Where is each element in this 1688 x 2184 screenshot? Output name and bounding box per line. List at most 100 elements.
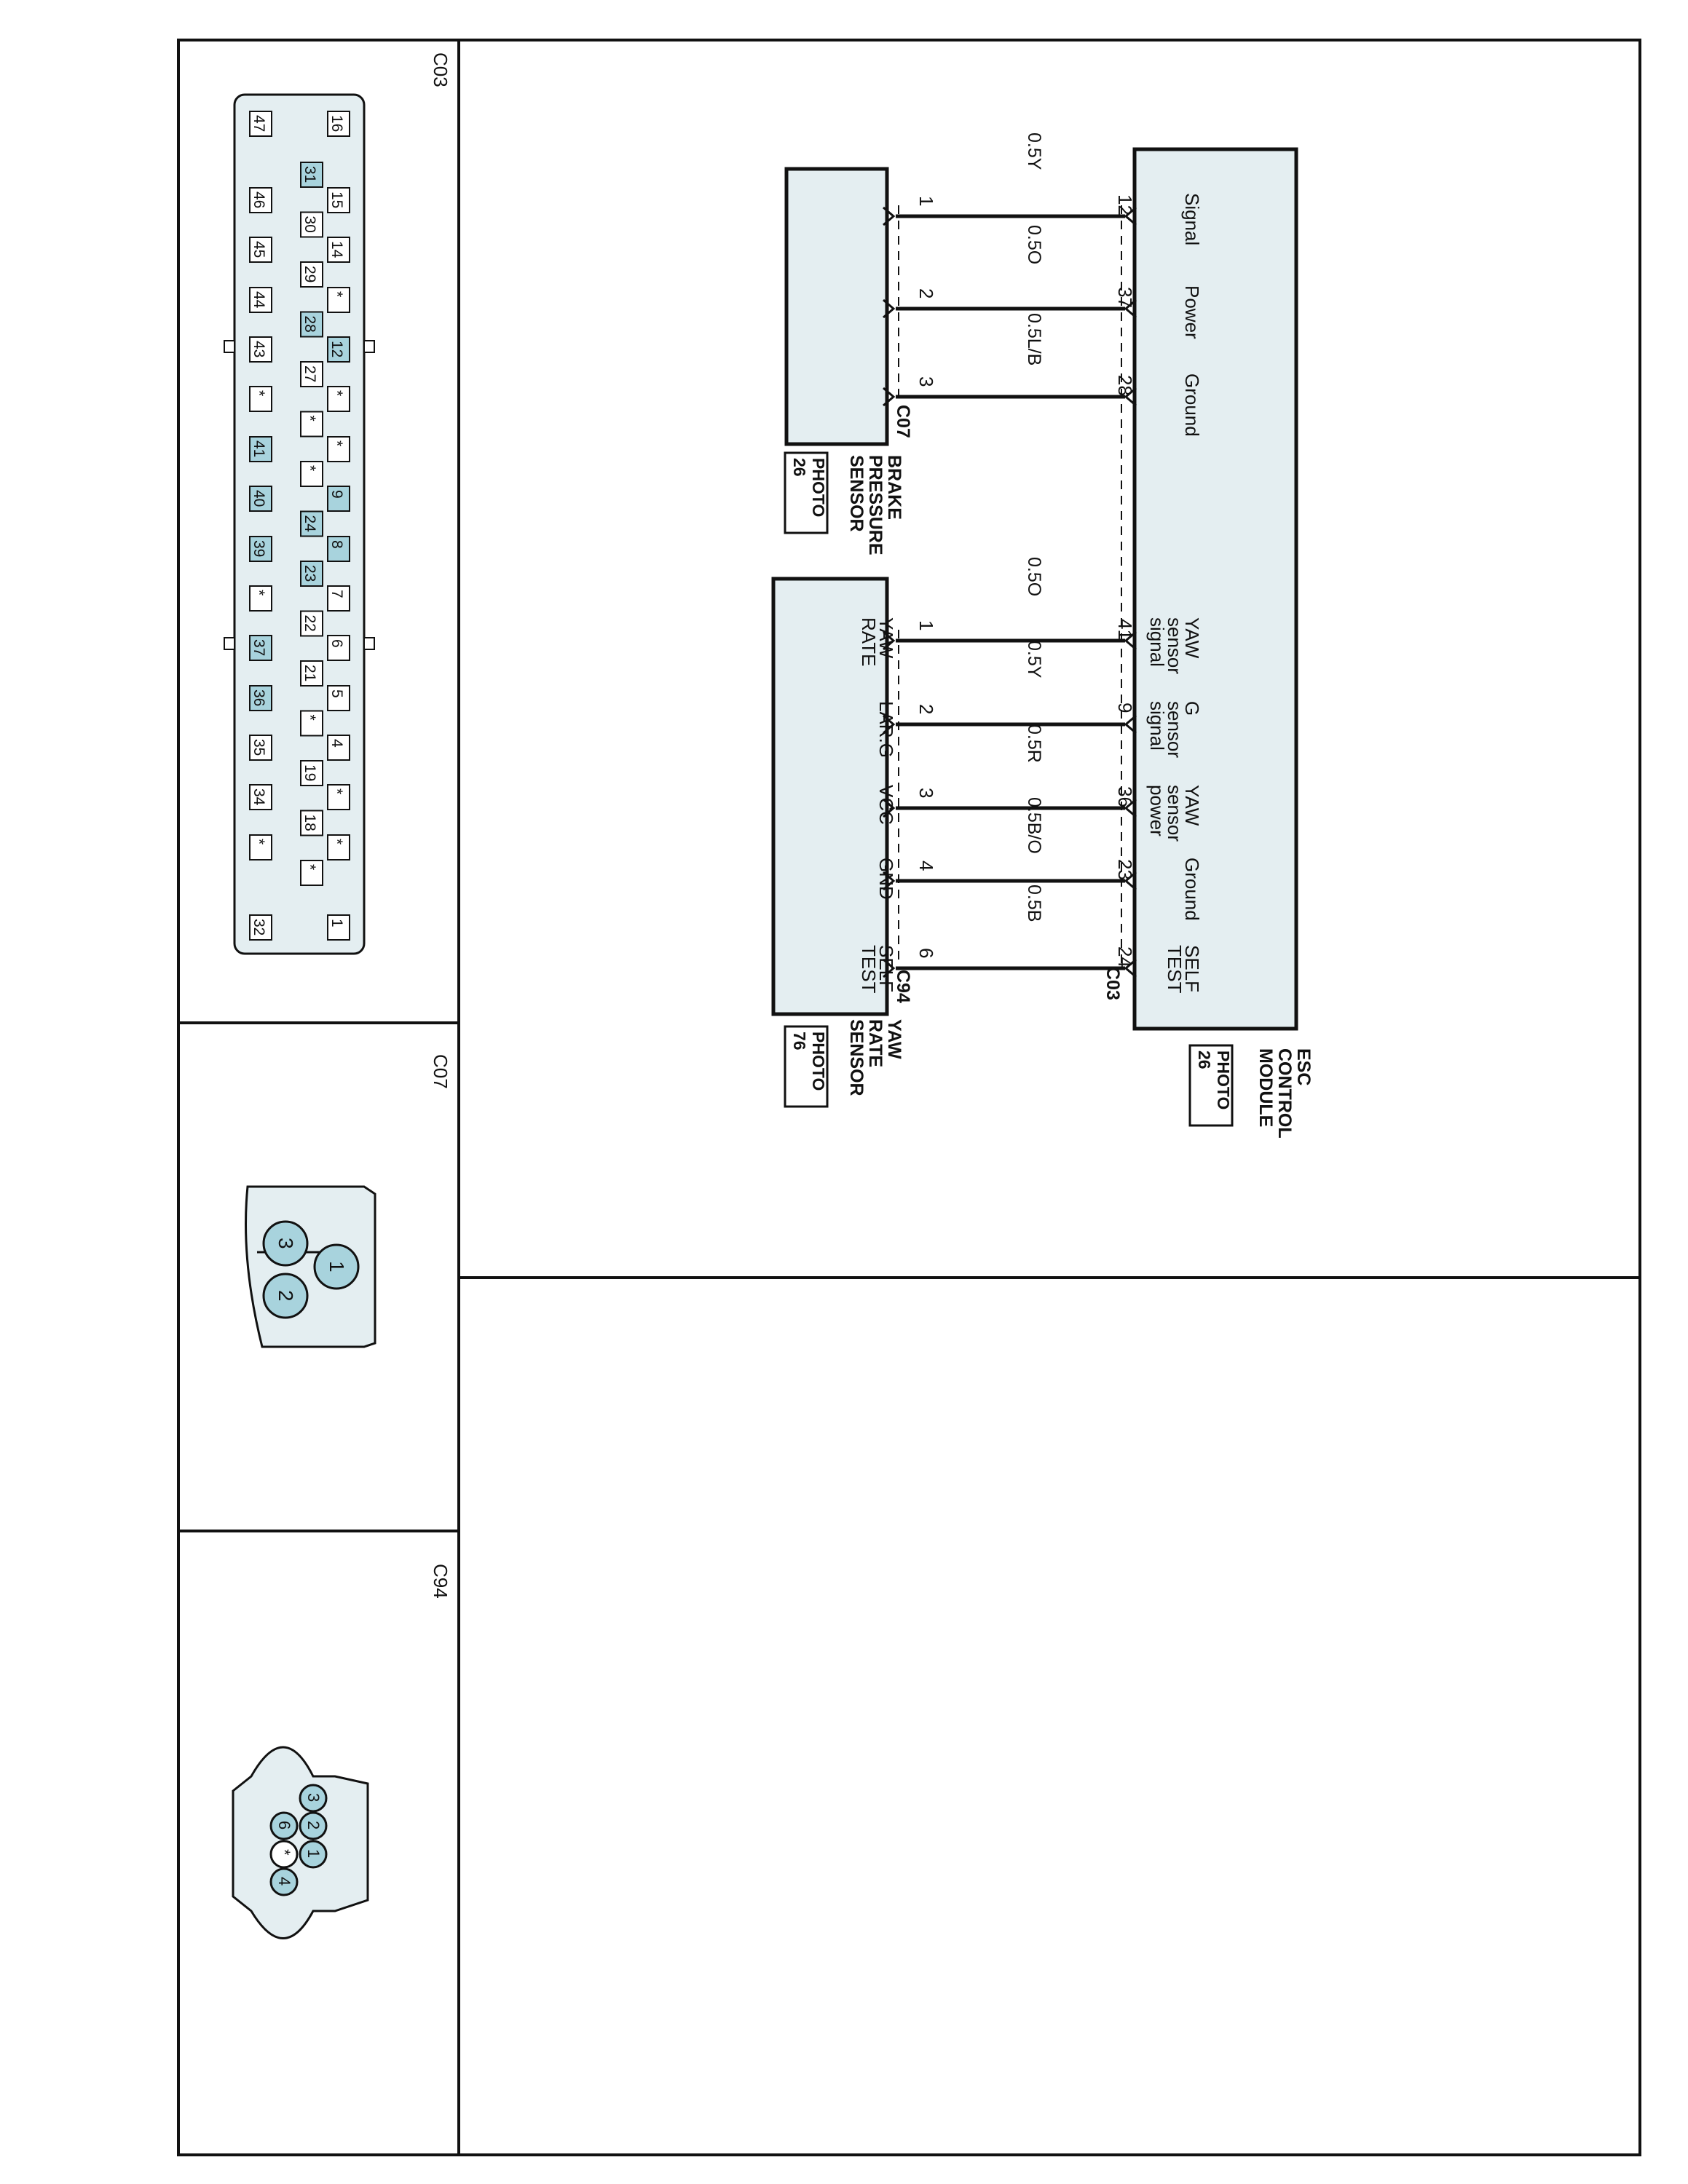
module-pin-function: signal: [1146, 701, 1168, 751]
c94-pin: [299, 1784, 328, 1813]
module-pin-number: 9: [1114, 703, 1136, 713]
c03-cavity: [300, 411, 323, 438]
c03-cavity: [300, 311, 323, 338]
c03-cavity-label: 5: [328, 689, 345, 698]
c03-cavity: [300, 162, 323, 188]
c94-pin-label: 3: [304, 1793, 323, 1802]
c03-cavity-label: 18: [301, 815, 318, 831]
sensor-pin-number: 2: [915, 704, 937, 714]
c03-cavity: [327, 784, 350, 810]
c03-latch: [224, 637, 235, 650]
sensor-pin-function: YAW: [875, 617, 897, 659]
c03-cavity: [249, 536, 272, 562]
module-terminal-arrow: [1124, 206, 1137, 226]
c03-cavity: [327, 635, 350, 661]
c03-cavity-label: 40: [251, 490, 267, 507]
c03-cavity: [300, 610, 323, 637]
brake-photo-label: PHOTO: [809, 458, 828, 517]
c03-cavity: [327, 685, 350, 711]
c03-cavity-label: 31: [301, 166, 318, 183]
wire-color-code: 0.5B/O: [1024, 797, 1044, 854]
sensor-terminal-arrow: [883, 298, 896, 319]
c03-cavity-label: 35: [251, 739, 267, 756]
module-terminal-arrow: [1124, 714, 1137, 735]
esc-photo-box[interactable]: [1188, 1044, 1234, 1127]
module-pin-number: 41: [1114, 619, 1136, 640]
c03-cavity-label: 30: [301, 216, 318, 233]
yaw-photo-label: PHOTO: [809, 1032, 828, 1091]
schematic-area: ESC CONTROL MODULE PHOTO 26 C03 BRAKE PR…: [771, 132, 1314, 1139]
c03-cavity: [327, 237, 350, 263]
c03-cavity-label: *: [251, 839, 267, 844]
c03-latch: [363, 637, 375, 650]
wire-color-code: 0.5Y: [1024, 132, 1044, 170]
yaw-rate-sensor-box[interactable]: [771, 577, 889, 1016]
c03-cavity-label: 39: [251, 540, 267, 557]
c03-cavity: [249, 914, 272, 941]
c03-cavity-label: 19: [301, 764, 318, 781]
module-pin-function: SELF: [1181, 945, 1203, 992]
sensor-terminal-arrow: [883, 958, 896, 978]
c07-pin-label: 1: [326, 1261, 348, 1273]
c03-cavity: [300, 660, 323, 687]
c03-cavity-label: *: [301, 864, 318, 870]
module-terminal-arrow: [1124, 958, 1137, 978]
c03-cavity: [300, 860, 323, 886]
module-pin-function: TEST: [1164, 945, 1186, 994]
c94-pin: [269, 1840, 299, 1869]
sensor-pin-number: 4: [915, 860, 937, 871]
sensor-pin-number: 1: [915, 196, 937, 206]
c03-cavity-label: *: [328, 839, 345, 844]
c03-connector-body[interactable]: [233, 93, 366, 955]
module-pin-function: Ground: [1181, 858, 1203, 921]
yaw-photo-number: 76: [790, 1032, 809, 1051]
sensor-pin-function: TEST: [858, 945, 880, 994]
module-pin-function: sensor: [1164, 701, 1186, 758]
sensor-terminal-arrow: [883, 630, 896, 651]
c03-cavity-label: 8: [328, 540, 345, 549]
sensor-pin-number: 6: [915, 948, 937, 958]
c03-cavity: [327, 735, 350, 761]
c03-cavity: [300, 461, 323, 487]
yaw-sensor-name-1: YAW: [884, 1019, 904, 1059]
c03-cavity: [327, 386, 350, 412]
c94-pin-label: *: [275, 1849, 293, 1856]
esc-connector-id: C03: [1103, 967, 1123, 1000]
c03-cavity-label: 44: [251, 291, 267, 309]
brake-photo-number: 26: [790, 458, 809, 477]
sensor-pin-function: SELF: [875, 945, 897, 992]
module-pin-number: 12: [1114, 194, 1136, 215]
module-terminal-arrow: [1124, 630, 1137, 651]
c03-cavity-label: 7: [328, 590, 345, 598]
sensor-pin-number: 3: [915, 788, 937, 798]
brake-pressure-sensor-box[interactable]: [784, 167, 889, 446]
c03-cavity-label: *: [328, 788, 345, 794]
c03-cavity: [300, 810, 323, 836]
sensor-terminal-arrow: [883, 387, 896, 407]
c03-cavity-label: 27: [301, 365, 318, 382]
module-pin-function: sensor: [1164, 785, 1186, 842]
module-pin-function: YAW: [1181, 785, 1203, 826]
c94-connector-body[interactable]: [232, 1746, 369, 1939]
sensor-pin-function: RATE: [858, 617, 880, 666]
c03-cavity: [249, 784, 272, 810]
wire-color-code: 0.5B: [1024, 885, 1044, 922]
c07-pins: 123: [262, 1220, 360, 1319]
c03-cavity: [249, 486, 272, 512]
c03-cavity: [327, 336, 350, 363]
yaw-photo-box[interactable]: [784, 1025, 829, 1108]
esc-control-module-box[interactable]: [1132, 147, 1298, 1031]
page-frame: [177, 39, 1641, 2156]
c03-cavity: [249, 585, 272, 612]
c03-cavity-label: 22: [301, 615, 318, 632]
c03-cavity-label: 47: [251, 115, 267, 132]
c03-cavity: [249, 336, 272, 363]
brake-photo-box[interactable]: [784, 451, 829, 534]
esc-module-name-3: MODULE: [1255, 1048, 1276, 1127]
c03-cavity-label: 14: [328, 241, 345, 258]
c03-cavity: [327, 914, 350, 941]
c07-pin: [313, 1243, 360, 1290]
c94-pin-label: 6: [275, 1821, 293, 1829]
